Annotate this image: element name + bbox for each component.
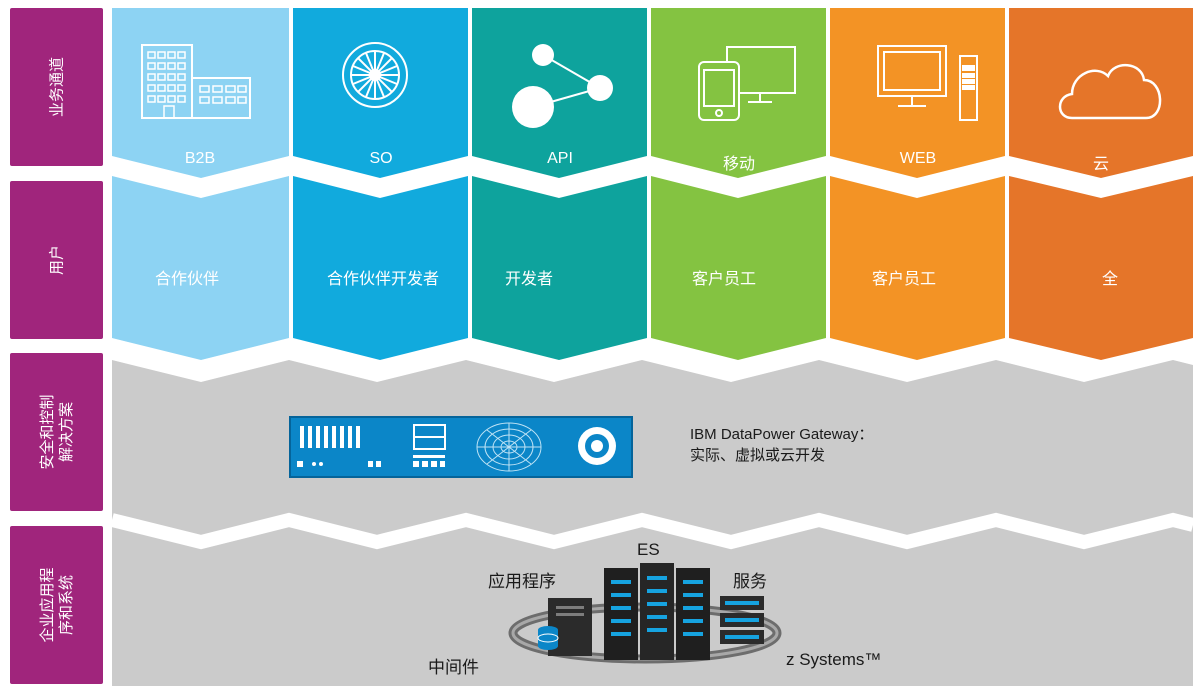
channel-title-b2b: B2B <box>184 150 216 167</box>
cloud-icon <box>1058 64 1162 120</box>
column-so <box>293 8 468 360</box>
gateway-title: IBM DataPower Gateway： <box>690 426 874 443</box>
column-b2b <box>112 8 289 360</box>
share-nodes-icon <box>512 44 613 128</box>
channel-title-cloud: 云 <box>1092 156 1109 173</box>
applications-label: 应用程序 <box>488 572 556 592</box>
row-label-enterprise: 企业应用程序和系统 <box>10 526 103 684</box>
server-cluster-icon <box>508 563 782 664</box>
column-cloud <box>1009 8 1193 360</box>
wheel-icon <box>342 42 408 108</box>
building-icon <box>141 44 251 119</box>
mobile-desktop-icon <box>698 46 796 121</box>
column-api <box>472 8 647 360</box>
channel-title-mobile: 移动 <box>722 156 755 173</box>
user-label-b2b: 合作伙伴 <box>154 269 219 288</box>
datapower-appliance-icon <box>289 416 633 478</box>
computer-tower-icon <box>877 45 978 121</box>
band-separator <box>110 512 1193 550</box>
row-label-security: 安全和控制解决方案 <box>10 353 103 511</box>
user-label-cloud: 全 <box>1101 269 1118 288</box>
user-label-so: 合作伙伴开发者 <box>326 269 439 288</box>
channel-title-web: WEB <box>899 150 937 167</box>
column-mobile <box>651 8 826 360</box>
z-systems-label: z Systems™ <box>786 650 882 669</box>
user-label-web: 客户员工 <box>871 269 936 288</box>
row-label-channels: 业务通道 <box>10 8 103 166</box>
es-label: ES <box>637 540 660 559</box>
middleware-label: 中间件 <box>428 658 479 678</box>
channel-title-so: SO <box>369 150 393 167</box>
gateway-description: IBM DataPower Gateway： 实际、虚拟或云开发 <box>690 424 873 466</box>
channel-title-api: API <box>547 150 573 167</box>
row-label-users: 用户 <box>10 181 103 339</box>
user-label-mobile: 客户员工 <box>691 269 756 288</box>
services-label: 服务 <box>733 572 767 592</box>
gateway-subtitle: 实际、虚拟或云开发 <box>690 446 826 464</box>
column-web <box>830 8 1005 360</box>
user-label-api: 开发者 <box>504 269 553 288</box>
